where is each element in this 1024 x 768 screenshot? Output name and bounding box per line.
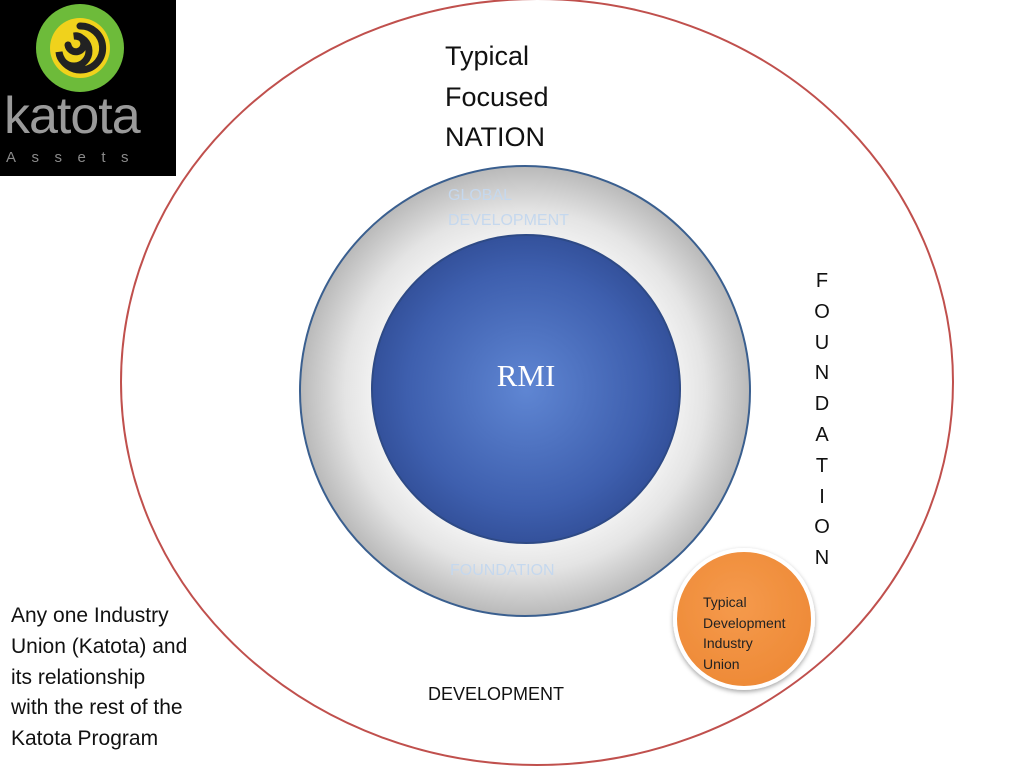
center-label-rmi: RMI [496, 358, 556, 393]
katota-logo: katota Assets [0, 0, 176, 176]
diagram-title: Typical Focused NATION [445, 36, 549, 158]
rmi-core-circle [371, 234, 681, 544]
foundation-letter: D [814, 393, 830, 416]
ring-label-line: DEVELOPMENT [448, 212, 569, 229]
industry-union-circle [673, 548, 815, 690]
caption-line: its relationship [11, 665, 146, 689]
ring-label-line: GLOBAL [448, 187, 513, 204]
foundation-letter: I [819, 485, 825, 508]
foundation-letter: F [815, 270, 829, 292]
ring-label-foundation: FOUNDATION [450, 562, 555, 579]
union-label-line: Industry [703, 635, 753, 651]
foundation-vertical-label: F O U N D A T I O N [810, 266, 834, 574]
development-label: DEVELOPMENT [428, 684, 565, 704]
logo-wordmark: katota [4, 87, 141, 145]
foundation-letter: N [814, 362, 830, 385]
foundation-letter: N [814, 547, 830, 570]
caption-line: Any one Industry [11, 604, 169, 627]
foundation-letter: T [815, 454, 829, 477]
title-line: NATION [445, 122, 545, 152]
caption-line: Katota Program [11, 727, 159, 751]
caption-line: with the rest of the [11, 696, 183, 720]
swirl-icon [36, 4, 124, 92]
industry-union-label: Typical Development Industry Union [703, 592, 813, 674]
union-label-line: Typical [703, 594, 747, 610]
ring-label-global: GLOBAL DEVELOPMENT [448, 183, 598, 233]
foundation-letter: A [815, 423, 829, 446]
foundation-letter: O [814, 516, 830, 539]
logo-subtitle: Assets [6, 149, 145, 166]
outer-nation-circle [120, 0, 954, 766]
diagram-caption: Any one Industry Union (Katota) and its … [11, 601, 226, 755]
union-label-line: Union [703, 655, 740, 672]
title-line: Typical [445, 41, 530, 71]
foundation-letter: O [814, 300, 830, 323]
union-label-line: Development [703, 614, 786, 631]
caption-line: Union (Katota) and [11, 634, 188, 658]
title-line: Focused [445, 81, 549, 112]
foundation-letter: U [814, 331, 830, 354]
